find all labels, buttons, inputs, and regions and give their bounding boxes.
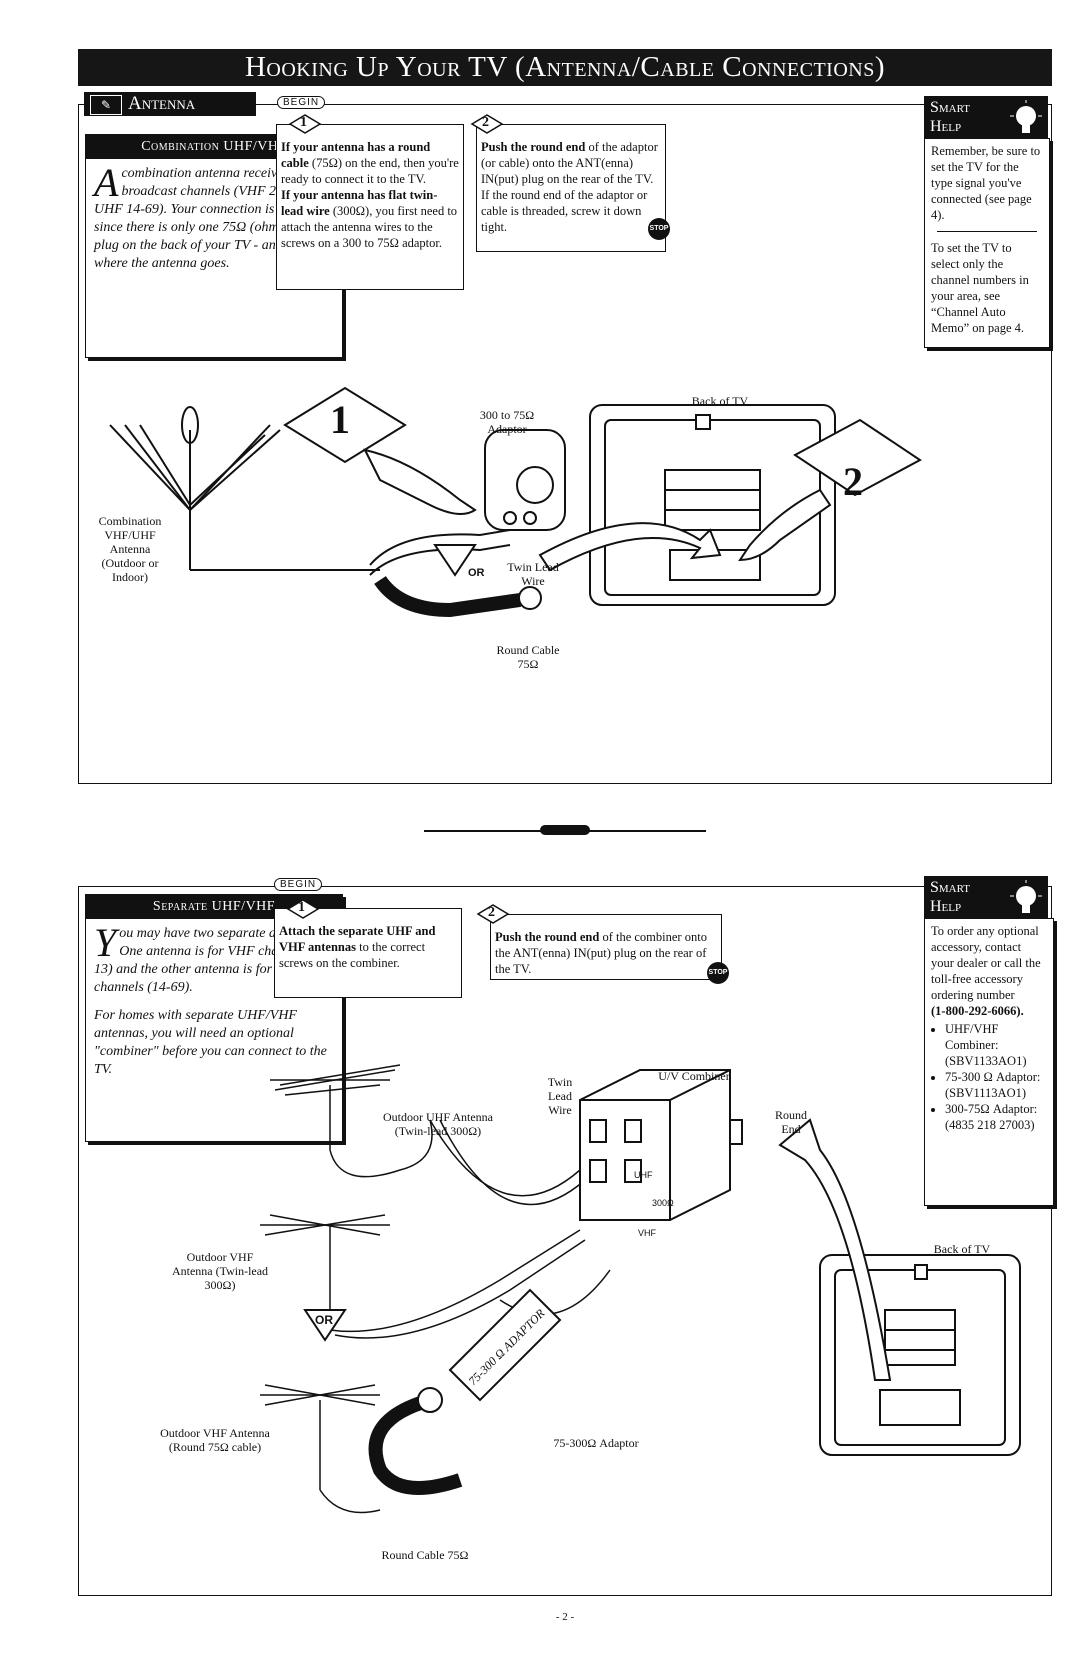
step-2-diamond-icon: 2 bbox=[470, 113, 504, 135]
tv-back-icon-2 bbox=[819, 1254, 1021, 1456]
help-text-2: To set the TV to select only the channel… bbox=[931, 241, 1029, 335]
separate-step-2: Push the round end of the combiner onto … bbox=[490, 914, 722, 980]
divider-ornament bbox=[540, 825, 590, 835]
step-1-text-a: (75Ω) on the end, then you're ready to c… bbox=[281, 156, 459, 186]
vhf-antenna-round-icon bbox=[260, 1384, 381, 1514]
help-order-intro: To order any optional accessory, contact… bbox=[931, 924, 1041, 1002]
sep-step-1-text: to the correct screws on the combiner. bbox=[279, 940, 426, 970]
accessory-item: 300-75Ω Adaptor:(4835 218 27003) bbox=[945, 1101, 1047, 1133]
adaptor-icon bbox=[484, 429, 566, 531]
begin-badge-2: BEGIN bbox=[274, 878, 323, 891]
accessory-item: UHF/VHF Combiner:(SBV1133AO1) bbox=[945, 1021, 1047, 1069]
smart-help-header-2: Smart Help bbox=[924, 876, 1048, 922]
antenna-diagram bbox=[109, 386, 922, 618]
combiner-icon bbox=[579, 1069, 743, 1221]
combination-antenna-icon bbox=[109, 406, 380, 571]
label-adaptor-2: 75-300Ω Adaptor bbox=[553, 1436, 639, 1450]
begin-badge: BEGIN bbox=[277, 96, 326, 109]
accessory-list: UHF/VHF Combiner:(SBV1133AO1) 75-300 Ω A… bbox=[931, 1021, 1047, 1133]
sep-step-1-diamond-icon: 1 bbox=[286, 898, 320, 920]
label-vhf: VHF bbox=[638, 1228, 656, 1238]
stop-icon-2: STOP bbox=[707, 962, 729, 984]
label-back-of-tv-top: Back of TV bbox=[691, 394, 749, 408]
smart-help-line2: Help bbox=[930, 118, 962, 135]
arrow-2-number: 2 bbox=[843, 459, 863, 504]
dropcap-2: Y bbox=[94, 920, 117, 965]
label-twin-lead: Twin Lead Wire bbox=[507, 560, 559, 588]
smart-help-box-top: Remember, be sure to set the TV for the … bbox=[924, 138, 1050, 348]
smart-help-2-line2: Help bbox=[930, 898, 962, 915]
sep-step-1-number: 1 bbox=[298, 900, 305, 915]
arrow-1-icon bbox=[283, 386, 407, 464]
adaptor-75-300-icon bbox=[368, 1288, 562, 1495]
or-label: OR bbox=[468, 567, 485, 579]
side-text: combination antenna receives normal broa… bbox=[94, 166, 333, 271]
step-2-bold: Push the round end bbox=[481, 140, 586, 154]
hand-1-icon bbox=[363, 448, 477, 515]
label-round-end: Round End bbox=[774, 1108, 807, 1136]
label-combination-antenna: Combination VHF/UHF Antenna (Outdoor or … bbox=[98, 514, 162, 584]
step-2-number: 2 bbox=[482, 115, 489, 130]
label-round-cable-2: Round Cable 75Ω bbox=[381, 1548, 469, 1562]
smart-help-2-line1: Smart bbox=[930, 879, 971, 896]
uhf-antenna-icon bbox=[270, 1064, 433, 1178]
swoop-arrow-icon bbox=[538, 522, 722, 572]
label-uhf-antenna: Outdoor UHF Antenna (Twin-lead 300Ω) bbox=[383, 1110, 493, 1138]
label-300ohm: 300Ω bbox=[652, 1198, 674, 1208]
separate-step-1: Attach the separate UHF and VHF antennas… bbox=[274, 908, 462, 998]
pencil-icon: ✎ bbox=[90, 94, 122, 115]
sep-step-2-diamond-icon: 2 bbox=[476, 903, 510, 925]
page-number: - 2 - bbox=[555, 1611, 575, 1623]
smart-help-line1: Smart bbox=[930, 99, 971, 116]
round-cable-icon-2 bbox=[368, 1393, 463, 1495]
round-cable-icon bbox=[374, 575, 521, 618]
help-text-1: Remember, be sure to set the TV for the … bbox=[931, 144, 1041, 222]
tv-back-icon bbox=[589, 404, 836, 606]
smart-help-header: Smart Help bbox=[924, 96, 1048, 142]
swoop-arrow-icon-2 bbox=[778, 1118, 892, 1381]
or-triangle-icon bbox=[433, 544, 477, 577]
sep-step-2-bold: Push the round end bbox=[495, 930, 600, 944]
arrow-2-icon bbox=[793, 418, 922, 497]
label-twin-lead-2: Twin Lead Wire bbox=[547, 1075, 573, 1117]
label-vhf-antenna-round: Outdoor VHF Antenna (Round 75Ω cable) bbox=[160, 1426, 270, 1454]
side-text-2b: For homes with separate UHF/VHF antennas… bbox=[94, 1008, 327, 1077]
or-triangle-icon-2 bbox=[303, 1309, 347, 1342]
step-1-number: 1 bbox=[300, 115, 307, 130]
hand-2-icon bbox=[738, 488, 832, 562]
step-2-text: of the adaptor (or cable) onto the ANT(e… bbox=[481, 140, 658, 234]
sep-step-1-bold: Attach the separate UHF and VHF antennas bbox=[279, 924, 436, 954]
step-1-bold-a: If your antenna has a round cable bbox=[281, 140, 431, 170]
lightbulb-icon bbox=[1010, 100, 1042, 133]
label-back-of-tv-bottom: Back of TV bbox=[933, 1242, 991, 1256]
separate-diagram bbox=[260, 1064, 1021, 1514]
sep-step-2-number: 2 bbox=[488, 905, 495, 920]
lightbulb-icon-2 bbox=[1010, 880, 1042, 913]
label-uhf: UHF bbox=[634, 1170, 653, 1180]
page-title: Hooking Up Your TV (Antenna/Cable Connec… bbox=[78, 49, 1052, 86]
dropcap: A bbox=[94, 160, 119, 205]
antenna-step-2: Push the round end of the adaptor (or ca… bbox=[476, 124, 666, 252]
accessory-item: 75-300 Ω Adaptor:(SBV1113AO1) bbox=[945, 1069, 1047, 1101]
label-vhf-antenna-twin: Outdoor VHF Antenna (Twin-lead 300Ω) bbox=[171, 1250, 269, 1292]
label-adaptor: 300 to 75Ω Adaptor bbox=[479, 408, 535, 436]
smart-help-box-bottom: To order any optional accessory, contact… bbox=[924, 918, 1054, 1206]
label-combiner: U/V Combiner bbox=[658, 1069, 730, 1083]
label-round-cable: Round Cable 75Ω bbox=[496, 643, 560, 671]
antenna-tag: ✎ Antenna bbox=[84, 92, 256, 116]
antenna-step-1: If your antenna has a round cable (75Ω) … bbox=[276, 124, 464, 290]
antenna-tag-label: Antenna bbox=[128, 93, 196, 114]
step-1-text-b: (300Ω), you first need to attach the ant… bbox=[281, 204, 458, 250]
sep-step-2-text: of the combiner onto the ANT(enna) IN(pu… bbox=[495, 930, 707, 976]
or-label-2: OR bbox=[315, 1313, 333, 1327]
help-phone: (1-800-292-6066). bbox=[931, 1004, 1024, 1018]
step-1-diamond-icon: 1 bbox=[288, 113, 322, 135]
step-1-bold-b: If your antenna has flat twin-lead wire bbox=[281, 188, 438, 218]
stop-icon: STOP bbox=[648, 218, 670, 240]
arrow-1-number: 1 bbox=[330, 397, 350, 442]
